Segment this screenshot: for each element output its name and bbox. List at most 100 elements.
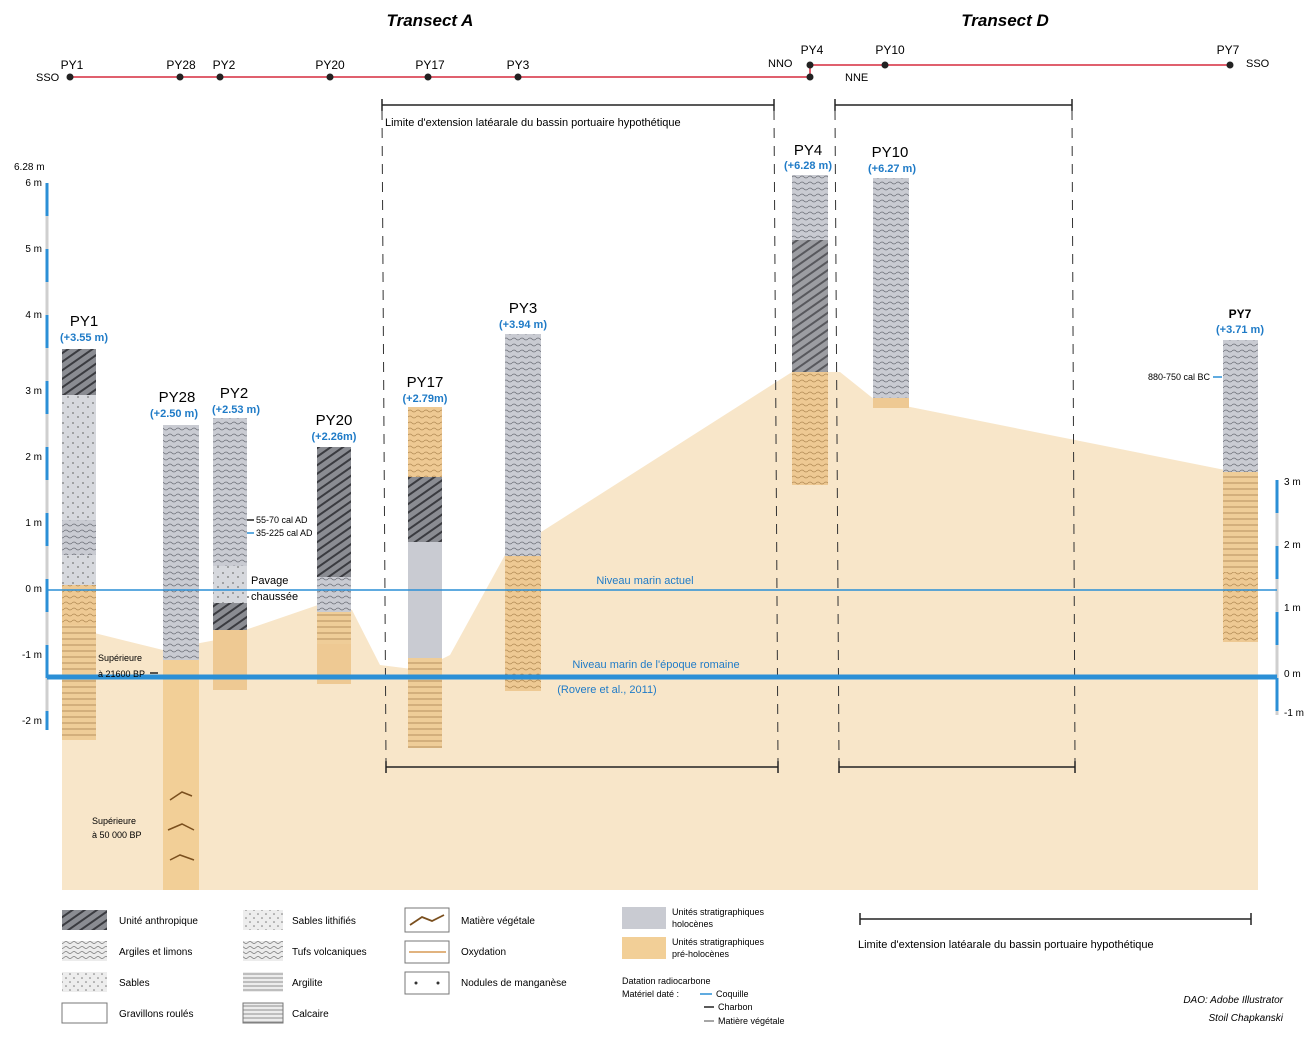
core-elev-py3: (+3.94 m) [499,319,547,331]
point-py10 [881,61,889,69]
core-py20: PY20 (+2.26m) [312,412,357,684]
left-scale-top: 6.28 m [14,162,45,173]
point-label-py4: PY4 [801,43,824,57]
legend-gravel: Gravillons roulés [119,1009,193,1020]
core-label-py4: PY4 [794,142,822,159]
basin-bracket-a-top [381,99,775,111]
right-tick-0: 0 m [1284,669,1301,680]
legend-basin-bracket [859,913,1252,925]
point-label-py1: PY1 [61,58,84,72]
pavage-label-1: Pavage [251,575,288,587]
point-py7 [1226,61,1234,69]
left-tick-m1: -1 m [22,650,42,661]
basin-dashed-limits [381,109,1076,763]
sea-level-actual-label: Niveau marin actuel [596,575,693,587]
core-py28: PY28 (+2.50 m) [150,389,199,890]
core-py1: PY1 (+3.55 m) [60,313,108,740]
point-label-py3: PY3 [507,58,530,72]
right-tick-2: 2 m [1284,540,1301,551]
sea-level-roman-label: Niveau marin de l'époque romaine [572,659,739,671]
left-tick-4: 4 m [25,310,42,321]
transect-d-points: PY4 PY10 PY7 [801,43,1240,81]
core-label-py3: PY3 [509,300,537,317]
legend-swatch-preholocene [622,937,666,959]
left-tick-1: 1 m [25,518,42,529]
legend-holocene-1: Unités stratigraphiques [672,907,765,917]
legend: Unité anthropique Argiles et limons Sabl… [61,907,1284,1026]
right-tick-3: 3 m [1284,477,1301,488]
py1-age-1: Supérieure [98,653,142,663]
sea-level-roman-ref: (Rovere et al., 2011) [557,684,656,696]
core-label-py2: PY2 [220,385,248,402]
core-label-py7: PY7 [1229,307,1252,321]
point-py1 [66,73,74,81]
legend-dating-vegetal: Matière végétale [718,1016,785,1026]
left-tick-6: 6 m [25,178,42,189]
legend-swatch-argilite [243,972,283,992]
core-label-py17: PY17 [407,374,444,391]
point-label-py28: PY28 [166,58,196,72]
legend-preholocene-2: pré-holocènes [672,949,730,959]
core-elev-py4: (+6.28 m) [784,160,832,172]
point-py28 [176,73,184,81]
legend-swatch-limestone [242,1002,284,1024]
credit-line-1: DAO: Adobe Illustrator [1183,995,1283,1006]
right-scale: 3 m 2 m 1 m 0 m -1 m [1275,477,1304,719]
core-label-py28: PY28 [159,389,196,406]
point-py3 [514,73,522,81]
py1-age-2: à 21600 BP [98,669,145,679]
legend-argilite: Argilite [292,978,323,989]
legend-manganese: Nodules de manganèse [461,978,567,989]
core-py2: PY2 (+2.53 m) [212,385,260,690]
point-py17 [424,73,432,81]
transect-a-end: NNO [768,58,793,70]
title-transect-a: Transect A [387,11,474,30]
right-tick-m1: -1 m [1284,708,1304,719]
legend-clay: Argiles et limons [119,947,192,958]
transect-a-start: SSO [36,72,60,84]
legend-preholocene-1: Unités stratigraphiques [672,937,765,947]
core-label-py10: PY10 [872,144,909,161]
py7-date: 880-750 cal BC [1148,372,1211,382]
legend-swatch-manganese [404,971,450,995]
core-py4: PY4 (+6.28 m) [784,142,832,485]
core-elev-py20: (+2.26m) [312,431,357,443]
point-label-py2: PY2 [213,58,236,72]
basin-bracket-d-top [834,99,1073,111]
legend-anthropic: Unité anthropique [119,916,198,927]
core-label-py1: PY1 [70,313,98,330]
left-tick-2: 2 m [25,452,42,463]
core-elev-py28: (+2.50 m) [150,408,198,420]
legend-holocene-2: holocènes [672,919,714,929]
legend-dating-shell: Coquille [716,989,749,999]
legend-vegetal: Matière végétale [461,916,535,927]
left-tick-m2: -2 m [22,716,42,727]
annotations: 55-70 cal AD 35-225 cal AD Pavage chauss… [92,372,1222,840]
legend-swatch-sand [62,972,107,992]
core-elev-py1: (+3.55 m) [60,332,108,344]
legend-swatch-vegetal [404,907,450,933]
legend-dating-title: Datation radiocarbone [622,976,711,986]
point-label-py17: PY17 [415,58,445,72]
legend-swatch-tuff [243,941,283,961]
left-tick-5: 5 m [25,244,42,255]
py2-date-1: 55-70 cal AD [256,515,308,525]
transect-d-end: SSO [1246,58,1270,70]
point-label-py10: PY10 [875,43,905,57]
legend-oxidation: Oxydation [461,947,506,958]
basin-bracket-a-bottom [385,761,779,773]
py2-date-2: 35-225 cal AD [256,528,313,538]
point-py4-lower [806,73,814,81]
legend-swatch-gravel [61,1002,108,1024]
right-tick-1: 1 m [1284,603,1301,614]
core-py17: PY17 (+2.79m) [403,374,448,748]
legend-swatch-anthropic [62,910,107,930]
core-elev-py7: (+3.71 m) [1216,324,1264,336]
title-transect-d: Transect D [961,11,1049,30]
basin-label-a: Limite d'extension latéarale du bassin p… [385,117,681,129]
credit-line-2: Stoil Chapkanski [1209,1013,1284,1024]
legend-swatch-clay [62,941,107,961]
py28-age-1: Supérieure [92,816,136,826]
